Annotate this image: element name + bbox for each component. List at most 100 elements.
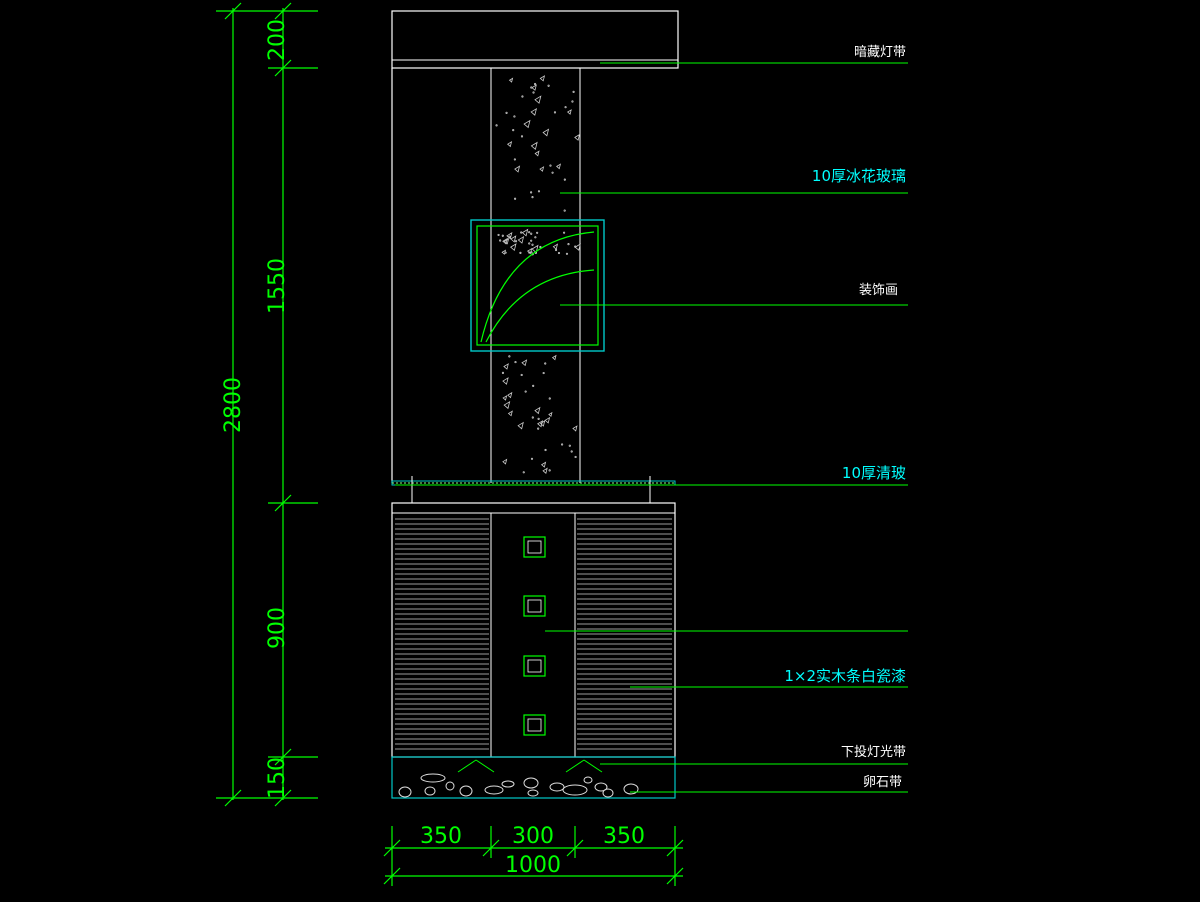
glass-speckle <box>502 237 508 245</box>
tick <box>274 748 292 766</box>
glass-speckle <box>563 209 566 212</box>
glass-speckle <box>522 471 525 474</box>
glass-speckle <box>571 100 574 103</box>
glass-speckle <box>574 455 577 459</box>
pebble <box>623 783 639 795</box>
glass-speckle <box>549 164 552 167</box>
glass-speckle <box>521 95 524 98</box>
painting-inner-frame <box>476 225 599 346</box>
glass-speckle <box>551 354 557 361</box>
glass-speckle <box>513 158 516 161</box>
pebble <box>583 776 593 784</box>
glass-speckle <box>547 84 550 87</box>
glass-speckle <box>570 450 573 453</box>
glass-speckle <box>548 469 551 472</box>
vertical-dimensions <box>216 2 318 807</box>
glass-speckle <box>519 251 522 254</box>
glass-speckle <box>506 141 513 148</box>
pebble <box>602 788 614 798</box>
label-hidden-light-strip: 暗藏灯带 <box>854 45 906 60</box>
dim-lower-900: 900 <box>265 607 290 649</box>
glass-speckle <box>503 237 510 245</box>
glass-speckle <box>532 91 535 94</box>
glass-speckle <box>530 141 538 151</box>
glass-speckle <box>531 244 539 254</box>
glass-speckle <box>553 111 557 114</box>
wood-strips-right <box>577 518 672 750</box>
glass-speckle <box>567 243 570 246</box>
dim-bottom-150: 150 <box>265 757 290 799</box>
painting-outer-frame <box>470 219 605 352</box>
glass-speckle <box>531 243 534 246</box>
dim-middle-1550: 1550 <box>265 258 290 314</box>
label-decorative-painting: 装饰画 <box>859 283 898 298</box>
decorative-squares <box>523 536 546 736</box>
painting-curve-2 <box>485 269 595 343</box>
glass-speckle <box>567 109 572 115</box>
pebble <box>484 785 504 795</box>
pebble <box>424 786 436 796</box>
glass-speckle <box>565 252 569 255</box>
frosted-glass-pattern <box>495 75 581 474</box>
glass-speckle <box>544 362 547 365</box>
glass-speckle <box>557 251 561 255</box>
glass-speckle <box>495 124 498 127</box>
tick <box>274 2 292 20</box>
tick <box>566 839 584 857</box>
tick <box>383 839 401 857</box>
decor-square-inner <box>527 718 542 732</box>
pebble <box>549 782 565 792</box>
base-pebble-strip <box>391 756 676 799</box>
glass-speckle <box>513 197 517 200</box>
glass-speckle <box>530 191 533 194</box>
glass-speckle <box>562 231 566 234</box>
label-wood-strip-paint: 1×2实木条白瓷漆 <box>784 667 906 685</box>
decorative-painting <box>470 219 605 352</box>
glass-speckle <box>548 411 553 417</box>
glass-speckle <box>502 458 508 465</box>
glass-speckle <box>508 77 514 83</box>
tick <box>224 789 242 807</box>
glass-speckle <box>497 233 500 237</box>
label-pebble-strip: 卵石带 <box>863 775 902 790</box>
glass-speckle <box>528 242 531 245</box>
glass-speckle <box>534 406 541 415</box>
glass-speckle <box>544 416 551 424</box>
glass-speckle <box>514 360 517 364</box>
label-frosted-glass: 10厚冰花玻璃 <box>812 167 906 185</box>
glass-speckle <box>521 228 529 237</box>
glass-speckle <box>520 231 523 234</box>
glass-speckle <box>539 420 546 427</box>
dim-right-350: 350 <box>603 824 645 849</box>
glass-speckle <box>552 243 559 250</box>
top-box <box>391 10 679 69</box>
glass-speckle <box>572 90 575 94</box>
glass-speckle <box>514 240 518 243</box>
glass-speckle <box>542 371 545 375</box>
glass-speckle <box>564 106 567 109</box>
glass-speckle <box>505 111 508 114</box>
glass-speckle <box>520 373 523 377</box>
glass-speckle <box>507 410 513 417</box>
dim-left-350: 350 <box>420 824 462 849</box>
glass-speckle <box>510 243 517 251</box>
glass-speckle <box>539 166 545 172</box>
glass-speckle <box>502 395 508 401</box>
glass-speckle <box>531 196 534 199</box>
glass-speckle <box>531 84 537 91</box>
light-arrow-left-a <box>457 759 477 773</box>
tick <box>274 59 292 77</box>
pebble <box>562 784 588 796</box>
glass-speckle <box>520 135 524 138</box>
decor-square-inner <box>527 540 542 554</box>
glass-speckle <box>530 86 533 89</box>
glass-speckle <box>574 133 581 141</box>
glass-speckle <box>530 239 533 242</box>
tick <box>383 867 401 885</box>
pebble <box>420 773 446 783</box>
glass-speckle <box>563 178 566 181</box>
glass-speckle <box>503 400 511 410</box>
glass-speckle <box>502 377 509 385</box>
